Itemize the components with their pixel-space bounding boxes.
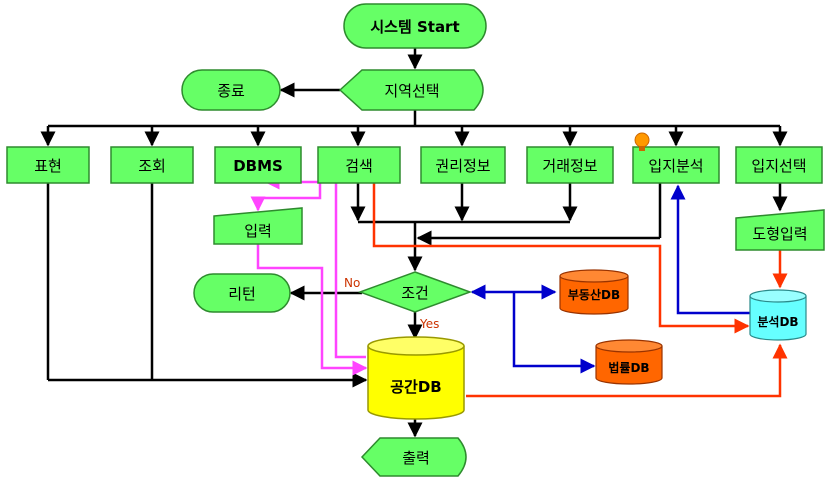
process-trade-info: 거래정보 bbox=[526, 146, 614, 184]
input-node: 입력 bbox=[213, 207, 303, 245]
law-db-label: 법률DB bbox=[608, 360, 649, 375]
output-node: 출력 bbox=[360, 437, 467, 477]
yes-label: Yes bbox=[419, 317, 439, 331]
trade-info-label: 거래정보 bbox=[542, 157, 597, 175]
inquiry-label: 조회 bbox=[138, 157, 166, 175]
shape-input-label: 도형입력 bbox=[752, 225, 807, 243]
process-search: 검색 bbox=[317, 146, 401, 184]
blue-flow-edges bbox=[470, 184, 752, 374]
condition-label: 조건 bbox=[401, 284, 429, 302]
edge-spatialdb-to-dbms bbox=[264, 174, 366, 359]
end-node: 종료 bbox=[181, 69, 281, 111]
process-site-analysis: 입지분석 bbox=[632, 146, 720, 184]
dbms-label: DBMS bbox=[233, 157, 283, 175]
law-db: 법률DB bbox=[595, 339, 663, 385]
region-select-label: 지역선택 bbox=[384, 82, 439, 100]
site-analysis-label: 입지분석 bbox=[648, 157, 703, 175]
edge-input-to-spatialdb bbox=[256, 244, 368, 376]
site-select-label: 입지선택 bbox=[751, 157, 806, 175]
spatial-db: 공간DB bbox=[367, 336, 465, 420]
edge-spatialdb-to-analysisdb bbox=[466, 343, 788, 398]
shape-input-node: 도형입력 bbox=[735, 209, 825, 251]
edge-analysisdb-to-siteanalysis bbox=[670, 184, 752, 315]
start-label: 시스템 Start bbox=[370, 18, 459, 36]
return-label: 리턴 bbox=[228, 285, 256, 303]
realestate-db: 부동산DB bbox=[559, 269, 629, 315]
start-node: 시스템 Start bbox=[343, 3, 487, 49]
rights-info-label: 권리정보 bbox=[435, 157, 490, 175]
no-label: No bbox=[344, 276, 360, 290]
edge-search-to-analysisdb bbox=[372, 183, 750, 334]
process-inquiry: 조회 bbox=[110, 146, 194, 184]
analysis-db: 분석DB bbox=[749, 289, 807, 341]
analysis-db-label: 분석DB bbox=[757, 315, 798, 329]
condition-node: 조건 bbox=[357, 271, 473, 313]
magenta-flow-edges bbox=[250, 173, 368, 376]
edge-condition-to-lawdb bbox=[512, 292, 596, 374]
process-dbms: DBMS bbox=[214, 146, 302, 184]
lightbulb-icon bbox=[634, 132, 650, 151]
red-flow-edges bbox=[372, 183, 788, 398]
process-express: 표현 bbox=[6, 146, 90, 184]
end-label: 종료 bbox=[217, 82, 245, 100]
output-label: 출력 bbox=[402, 449, 430, 467]
region-select-node: 지역선택 bbox=[338, 69, 484, 111]
express-label: 표현 bbox=[34, 157, 62, 175]
spatial-db-label: 공간DB bbox=[390, 378, 442, 396]
black-flow-edges bbox=[40, 48, 788, 438]
process-site-select: 입지선택 bbox=[735, 146, 823, 184]
realestate-db-label: 부동산DB bbox=[568, 287, 620, 302]
return-node: 리턴 bbox=[193, 273, 291, 313]
process-rights-info: 권리정보 bbox=[420, 146, 506, 184]
input-label: 입력 bbox=[244, 222, 272, 240]
search-label: 검색 bbox=[345, 157, 373, 175]
edge-search-to-dbms bbox=[250, 173, 322, 212]
